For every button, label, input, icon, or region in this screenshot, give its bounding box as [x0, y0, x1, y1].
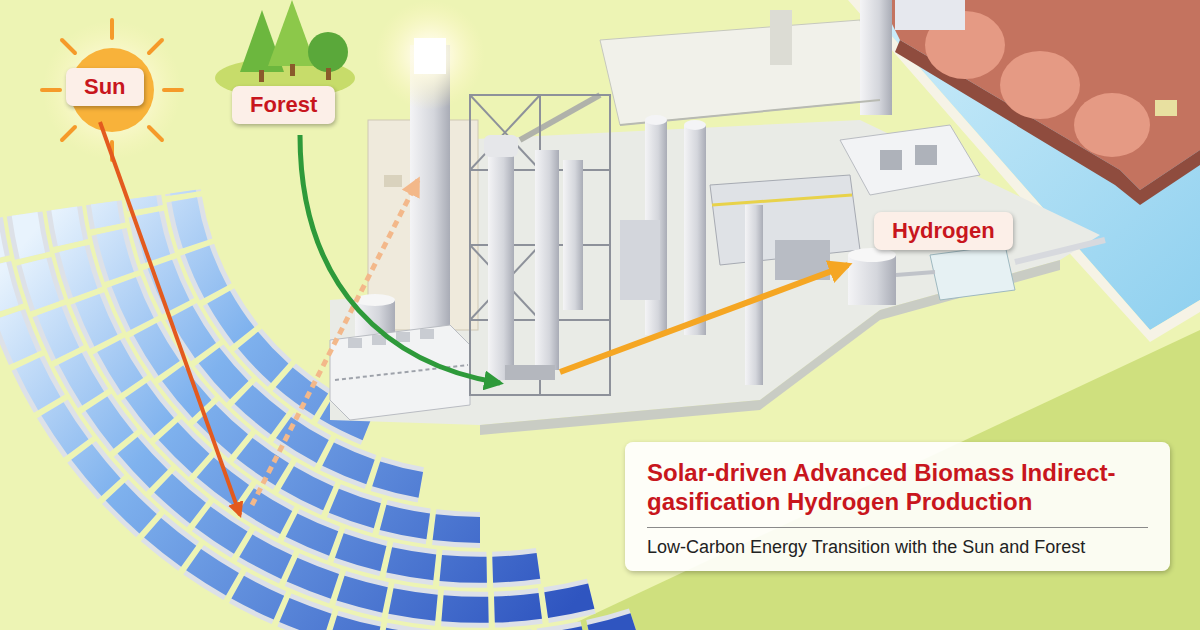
column-top — [684, 120, 706, 130]
tree-trunk — [290, 64, 295, 76]
window — [384, 175, 402, 187]
roof-unit — [420, 329, 434, 339]
ship-bridge — [895, 0, 965, 30]
sun-ray — [164, 88, 182, 92]
scrubber-column — [684, 125, 706, 335]
panel-title: Solar-driven Advanced Biomass Indirect-g… — [647, 458, 1148, 517]
pipe — [896, 272, 935, 275]
receiver-glow — [375, 0, 485, 110]
loading-pipe — [1015, 240, 1105, 262]
tree — [308, 32, 348, 72]
pipe-rack — [712, 195, 852, 205]
roof-unit — [348, 338, 362, 348]
cyclone — [563, 160, 583, 310]
steel-frame — [470, 95, 610, 395]
lng-tank — [1074, 93, 1150, 157]
compressor — [880, 150, 902, 170]
solar-receiver — [414, 38, 446, 74]
sun-ray — [149, 127, 162, 140]
tree-trunk — [259, 70, 264, 82]
vent — [770, 10, 792, 65]
hydrogen-arrow — [560, 265, 848, 372]
compressor-house — [840, 125, 980, 195]
roof-unit — [396, 332, 410, 342]
compressor — [915, 145, 937, 165]
panel-subtitle: Low-Carbon Energy Transition with the Su… — [647, 527, 1148, 559]
ship-hull — [880, 0, 1200, 190]
hydrogen-tank — [848, 255, 896, 305]
cyclone — [484, 135, 518, 157]
sun-ray — [62, 40, 75, 53]
tree-trunk — [326, 68, 331, 80]
storage-hall — [600, 20, 880, 125]
sunlight-arrow — [100, 122, 240, 515]
tank-top — [355, 294, 395, 306]
frame — [470, 95, 610, 395]
sun-rays — [42, 20, 182, 160]
sun-ray — [149, 40, 162, 53]
hall-eave — [620, 100, 880, 125]
sun-label: Sun — [66, 68, 144, 106]
lng-tank — [1000, 51, 1080, 119]
title-panel: Solar-driven Advanced Biomass Indirect-g… — [625, 442, 1170, 571]
sun-ray — [42, 88, 60, 92]
conveyor — [520, 95, 600, 140]
ship-crane — [1155, 100, 1177, 116]
combustor — [535, 150, 559, 370]
heat-exchanger — [620, 220, 660, 300]
loop-seal — [505, 365, 555, 380]
gasifier — [488, 140, 514, 380]
column-top — [645, 115, 667, 125]
sun-ray — [110, 20, 114, 38]
forest-label: Forest — [232, 86, 335, 124]
sun-ray — [62, 127, 75, 140]
loading-building — [930, 245, 1015, 300]
label-text: Hydrogen — [892, 218, 995, 244]
label-text: Forest — [250, 92, 317, 118]
hydrogen-label: Hydrogen — [874, 212, 1013, 250]
sun-glow — [42, 20, 182, 160]
biomass-arrow — [300, 135, 500, 383]
label-text: Sun — [84, 74, 126, 100]
tank-top — [848, 248, 896, 262]
chimney — [860, 0, 892, 115]
